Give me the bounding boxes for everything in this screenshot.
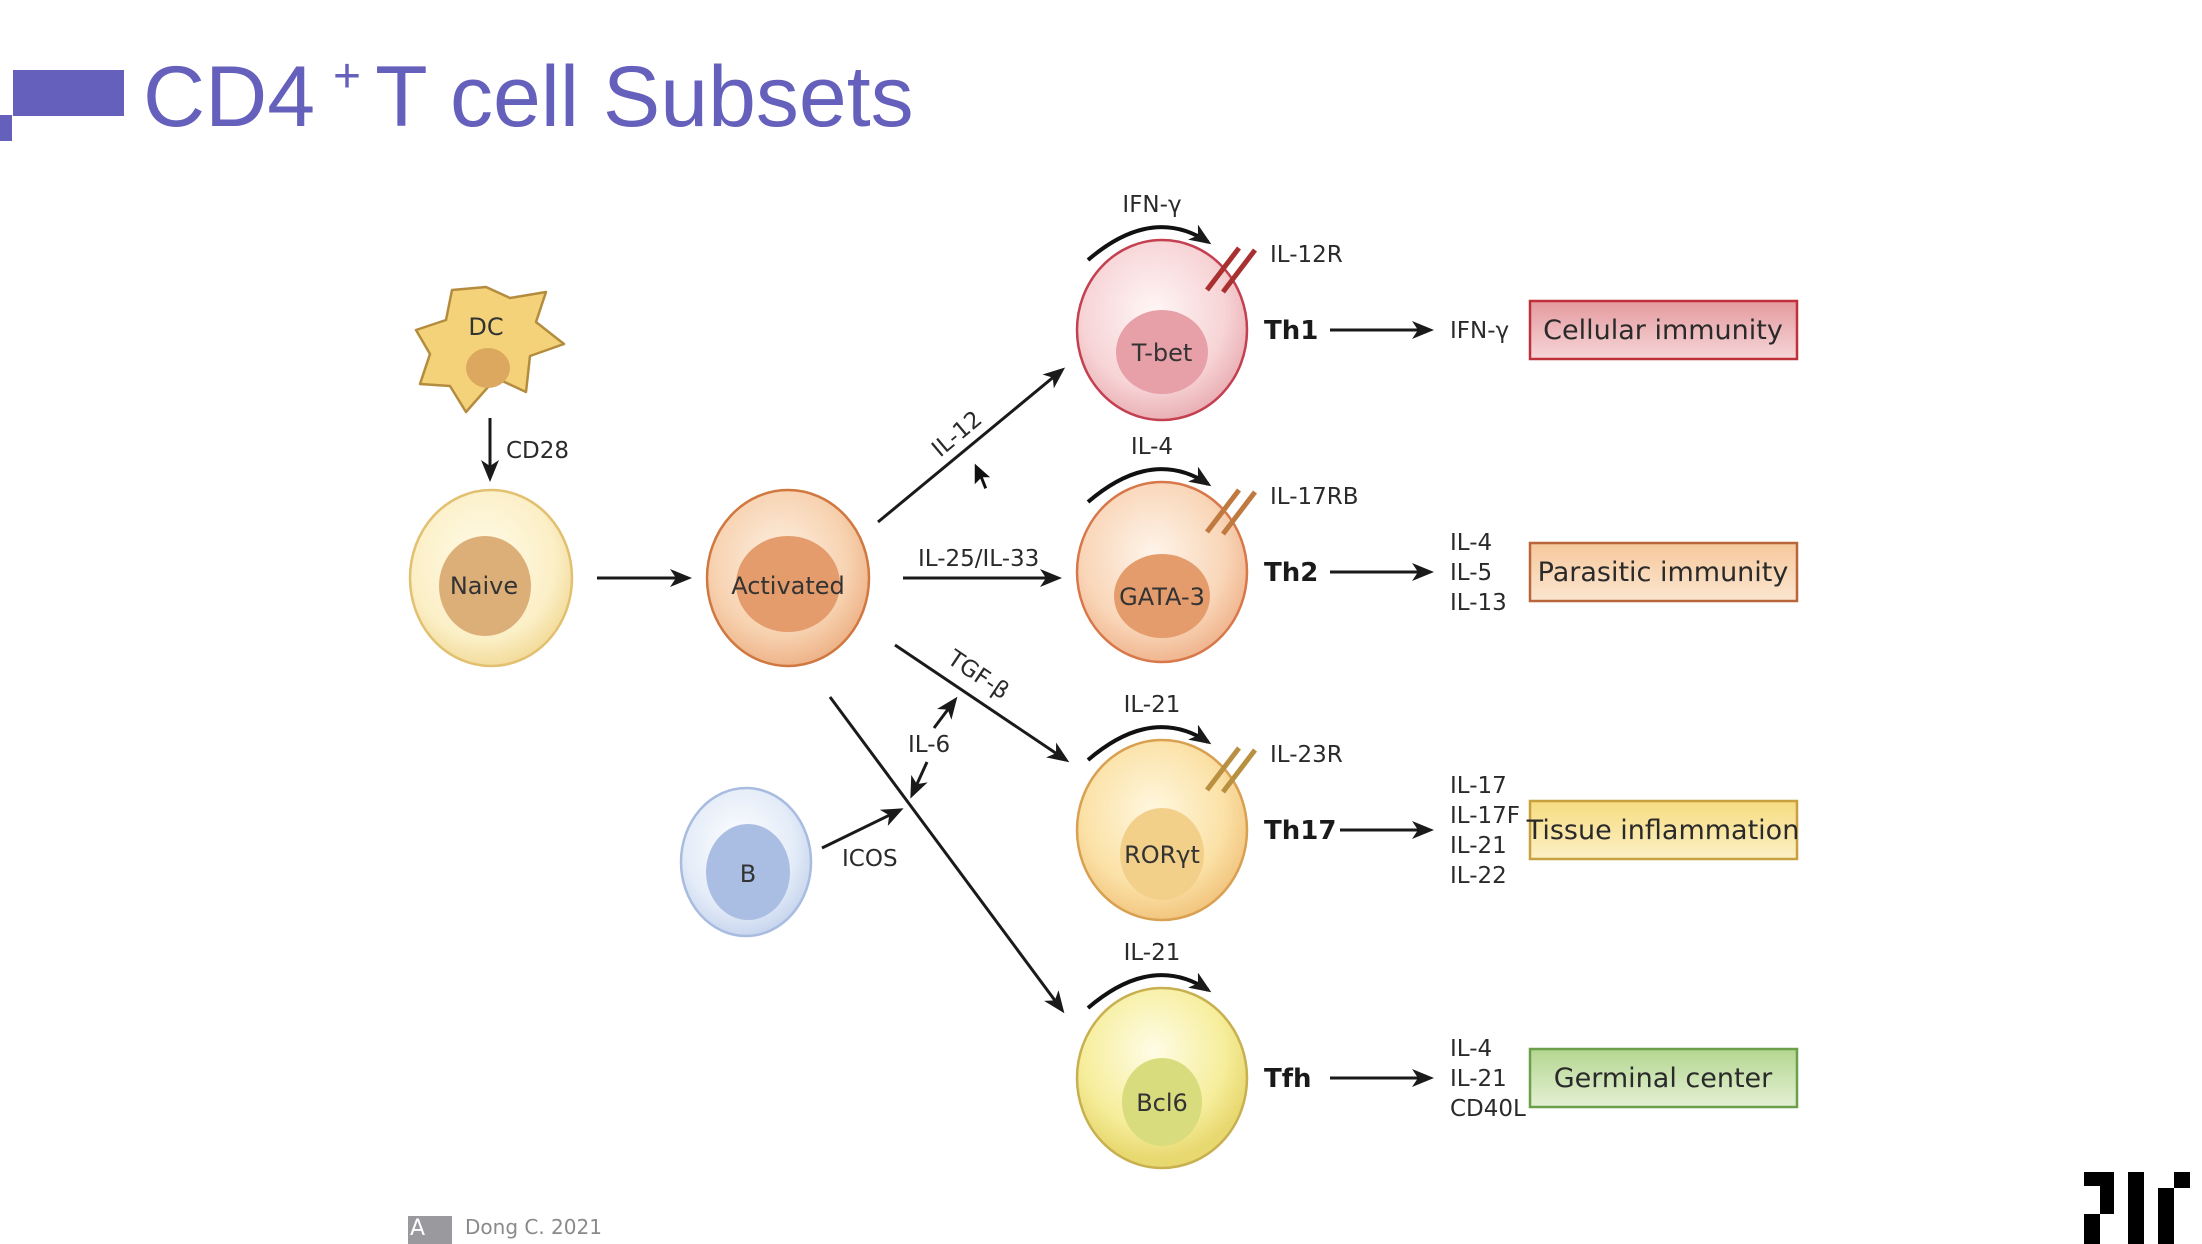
il25-il33-label: IL-25/IL-33	[918, 546, 1039, 572]
th1-receptor-stroke-1	[1205, 246, 1241, 292]
th17-receptor-stroke-2	[1221, 748, 1257, 794]
th1-receptor-stroke-2	[1221, 248, 1257, 294]
th1-autocrine-arrow	[1086, 224, 1212, 262]
th17-function-box	[1528, 799, 1799, 861]
corner-logo-icon	[2084, 1172, 2190, 1244]
tfh-cytokine: IL-4	[1450, 1036, 1492, 1062]
b-label: B	[740, 860, 756, 888]
tfh-function-label: Germinal center	[1554, 1063, 1773, 1094]
th17-cytokine: IL-21	[1450, 833, 1507, 859]
il6-label: IL-6	[908, 732, 950, 758]
th2-autocrine-label: IL-4	[1131, 434, 1173, 460]
title-accent-block-small	[0, 115, 12, 141]
tfh-function-box	[1528, 1047, 1799, 1109]
th2-function-label: Parasitic immunity	[1538, 557, 1789, 588]
dendritic-cell: DC	[414, 285, 566, 414]
title-superscript: +	[333, 50, 362, 103]
tgfb-label: TGF-β	[942, 645, 1014, 705]
naive-nucleus	[439, 536, 531, 636]
th2-cytokine: IL-13	[1450, 590, 1507, 616]
tfh-nucleus	[1122, 1058, 1202, 1146]
tgfb-arrow	[894, 643, 1070, 763]
il12-label: IL-12	[927, 406, 987, 462]
naive-cell: Naive	[408, 488, 574, 668]
th1-autocrine-label: IFN-γ	[1122, 192, 1181, 218]
tfh-cytokine: IL-21	[1450, 1066, 1507, 1092]
tfh-autocrine-label: IL-21	[1124, 940, 1181, 966]
th17-function-label: Tissue inflammation	[1526, 815, 1800, 846]
activated-cell: Activated	[705, 488, 871, 668]
th17-receptor-label: IL-23R	[1270, 742, 1343, 768]
th17-autocrine-arrow	[1086, 724, 1212, 762]
publisher-logo: A	[408, 1216, 452, 1244]
th2-cytokine: IL-5	[1450, 560, 1492, 586]
th17-receptor-stroke-1	[1205, 746, 1241, 792]
th2-name: Th2	[1264, 558, 1318, 588]
dc-label: DC	[468, 313, 503, 341]
icos-label: ICOS	[842, 846, 898, 872]
b-nucleus	[706, 824, 790, 920]
th1-receptor-label: IL-12R	[1270, 242, 1343, 268]
naive-label: Naive	[450, 572, 518, 600]
th1-function-label: Cellular immunity	[1543, 315, 1783, 346]
tfh-name: Tfh	[1264, 1064, 1312, 1094]
th1-name: Th1	[1264, 316, 1318, 346]
th17-nucleus	[1120, 808, 1204, 900]
activated-nucleus	[736, 536, 840, 632]
th1-function-box	[1528, 299, 1799, 361]
tfh-transcription-factor: Bcl6	[1136, 1089, 1188, 1117]
th17-transcription-factor: RORγt	[1124, 841, 1200, 869]
th2-function-box	[1528, 541, 1799, 603]
b-cell: B	[679, 786, 813, 938]
th2-autocrine-arrow	[1086, 466, 1212, 504]
th17-autocrine-label: IL-21	[1124, 692, 1181, 718]
th2-transcription-factor: GATA-3	[1119, 583, 1205, 611]
slide-title: CD4+T cell Subsets	[143, 53, 914, 141]
citation: Dong C. 2021	[465, 1215, 602, 1239]
th17-cytokine: IL-22	[1450, 863, 1507, 889]
il12-arrow	[877, 367, 1066, 524]
th2-receptor-label: IL-17RB	[1270, 484, 1359, 510]
tfh-cytokine: CD40L	[1450, 1096, 1526, 1122]
th17-cytokine: IL-17	[1450, 773, 1507, 799]
th2-cytokine: IL-4	[1450, 530, 1492, 556]
th2-receptor-stroke-2	[1221, 490, 1257, 536]
th1-transcription-factor: T-bet	[1131, 339, 1193, 367]
title-accent-block	[13, 70, 124, 116]
activated-label: Activated	[731, 572, 845, 600]
il6-arrow-down	[910, 761, 929, 799]
tfh-arrow	[828, 696, 1065, 1014]
il6-arrow-up	[932, 696, 958, 729]
icos-arrow	[821, 808, 904, 850]
mouse-cursor-icon	[973, 460, 994, 492]
th17-subset-row: IL-21RORγtIL-23RTh17IL-17IL-17FIL-21IL-2…	[1075, 692, 1800, 922]
th17-cytokine: IL-17F	[1450, 803, 1520, 829]
th1-cytokine: IFN-γ	[1450, 318, 1509, 344]
title-rest: T cell Subsets	[375, 49, 914, 145]
th2-nucleus	[1114, 554, 1210, 638]
title-main: CD4	[143, 49, 316, 145]
th1-nucleus	[1116, 310, 1208, 394]
dc-nucleus	[466, 348, 510, 388]
th17-name: Th17	[1264, 816, 1336, 846]
th2-receptor-stroke-1	[1205, 488, 1241, 534]
tfh-autocrine-arrow	[1086, 972, 1212, 1010]
cd28-label: CD28	[506, 438, 569, 464]
